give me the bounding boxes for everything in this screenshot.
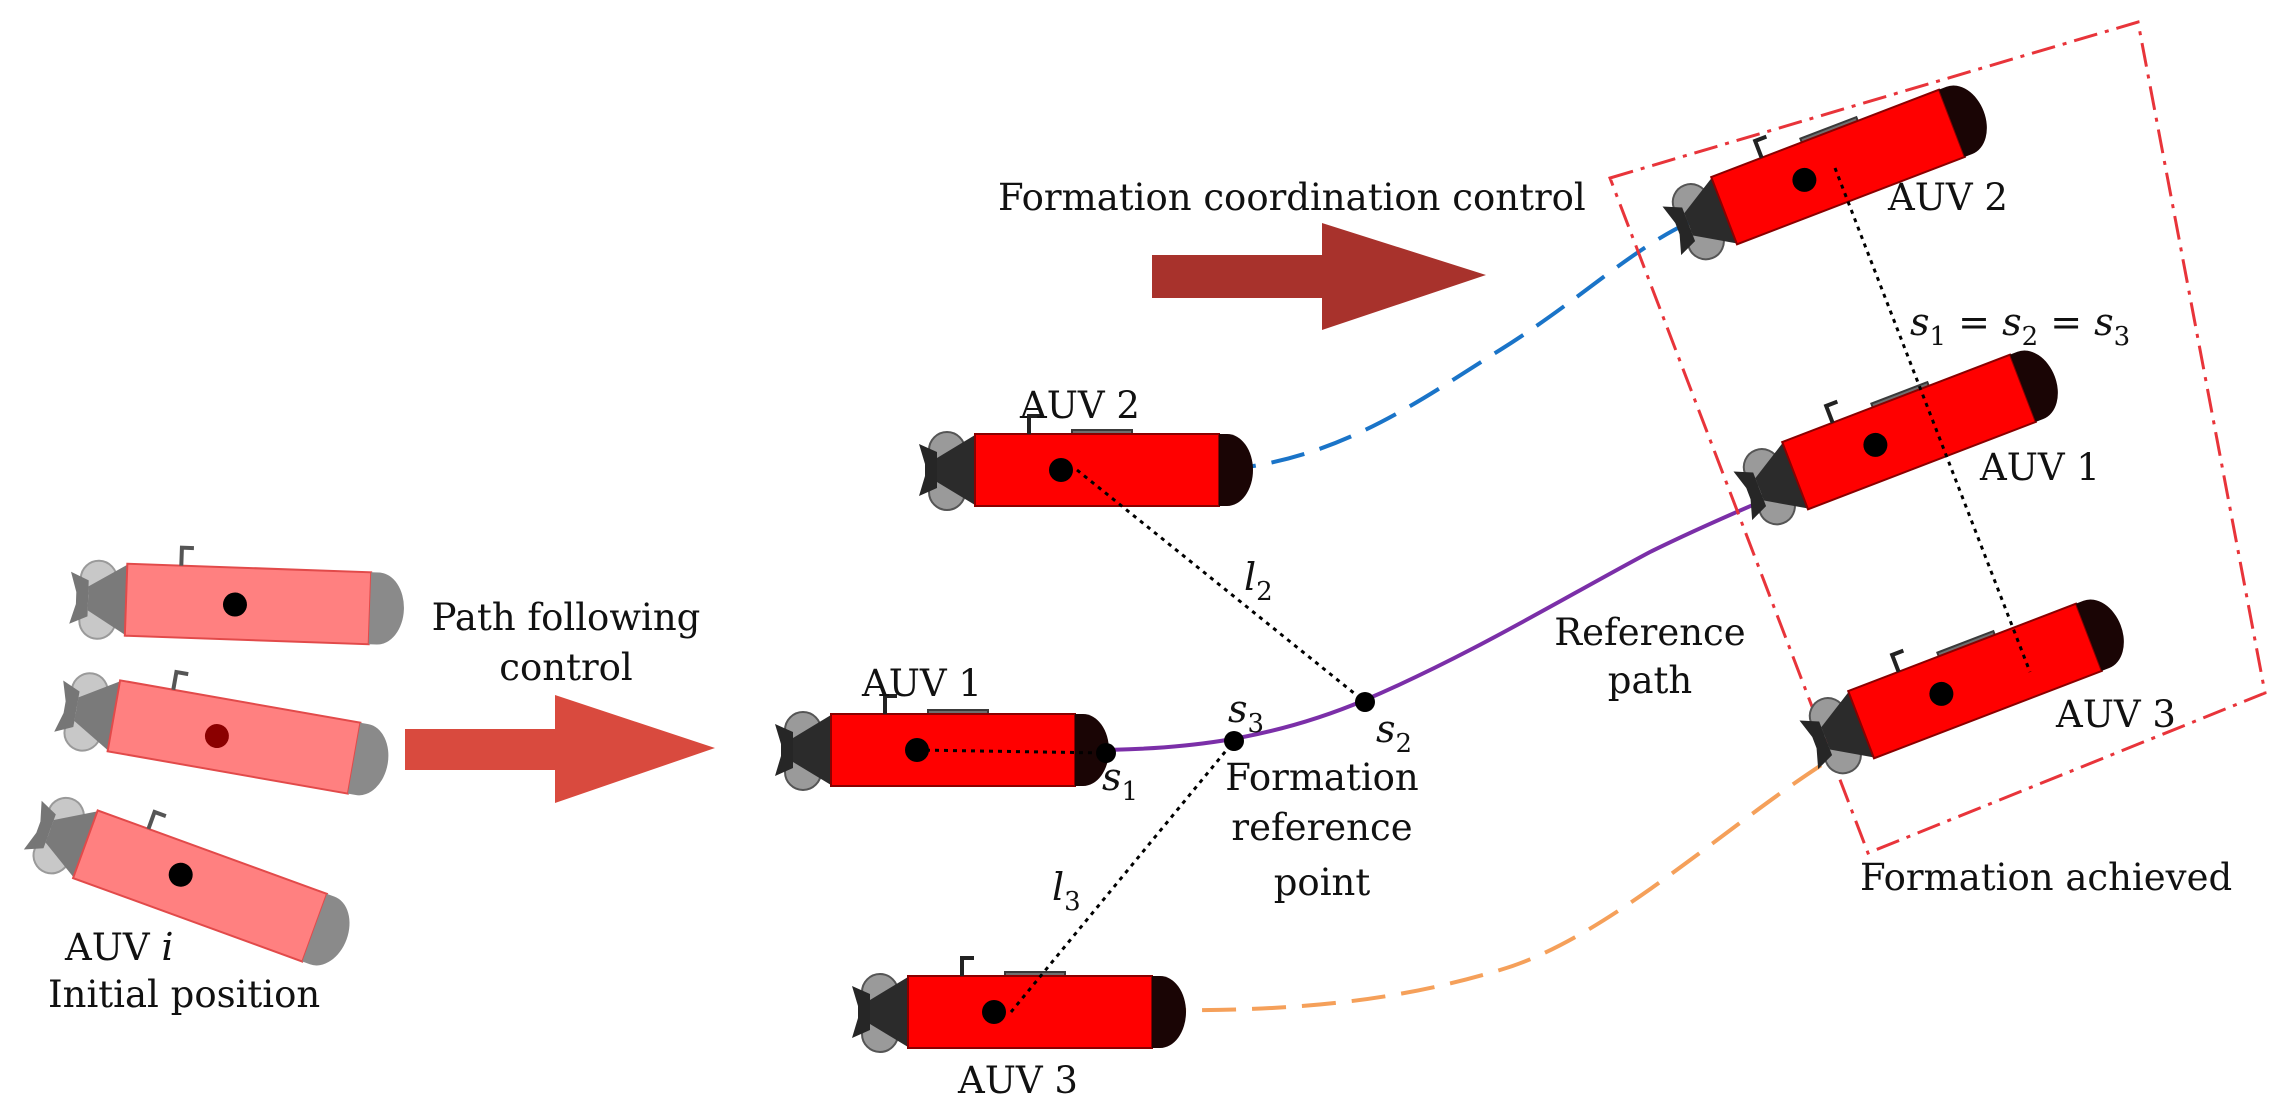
path-following-label-line1: Path following	[432, 596, 701, 639]
formation-coordination-label: Formation coordination control	[998, 176, 1586, 219]
point-s1	[1096, 743, 1116, 763]
l2-line	[1076, 468, 1366, 704]
l2-label: l2	[1244, 555, 1273, 607]
auv3-final	[1787, 572, 2137, 785]
l3-label: l3	[1052, 865, 1081, 917]
auv1-final	[1721, 323, 2071, 536]
path-following-label-line2: control	[499, 646, 633, 689]
auv2-final-label: AUV 2	[1887, 176, 2008, 219]
auv-i-label: AUV i	[64, 925, 174, 969]
auv2-trajectory	[1221, 220, 1691, 472]
point-s3	[1224, 731, 1244, 751]
s1-label: s1	[1102, 755, 1138, 807]
s2-label: s2	[1376, 707, 1412, 759]
formation-achieved-label: Formation achieved	[1860, 856, 2232, 899]
auv2-final	[1650, 58, 2000, 271]
auv2-middle-label: AUV 2	[1019, 384, 1140, 427]
formation-achieved-box	[1608, 20, 2267, 855]
initial-auv-middle	[49, 650, 400, 806]
initial-auv-bottom	[17, 772, 368, 979]
auv1-middle-label: AUV 1	[861, 662, 982, 705]
auv3-trajectory	[1151, 734, 1871, 1013]
path-following-arrow	[405, 695, 715, 803]
formation-reference-label-line1: Formation	[1225, 756, 1419, 799]
s3-label: s3	[1228, 687, 1264, 739]
auv1-final-label: AUV 1	[1979, 446, 2100, 489]
auv2-middle	[917, 414, 1255, 512]
auv3-middle-label: AUV 3	[957, 1059, 1078, 1102]
initial-auv-top	[69, 544, 406, 650]
s-equality-label: s1 = s2 = s3	[1910, 300, 2130, 352]
auv1-middle	[773, 694, 1111, 792]
reference-path-label-line2: path	[1608, 659, 1692, 702]
auv3-middle	[850, 956, 1188, 1054]
point-s2	[1355, 692, 1375, 712]
formation-coordination-arrow	[1152, 223, 1486, 330]
reference-path-label-line1: Reference	[1554, 611, 1745, 654]
formation-reference-label-line2: reference	[1231, 806, 1412, 849]
auv3-final-label: AUV 3	[2055, 693, 2176, 736]
final-alignment-line	[1833, 167, 2032, 673]
formation-reference-label-line3: point	[1274, 861, 1371, 904]
initial-position-label: Initial position	[48, 973, 320, 1016]
reference-path	[1059, 476, 1816, 753]
